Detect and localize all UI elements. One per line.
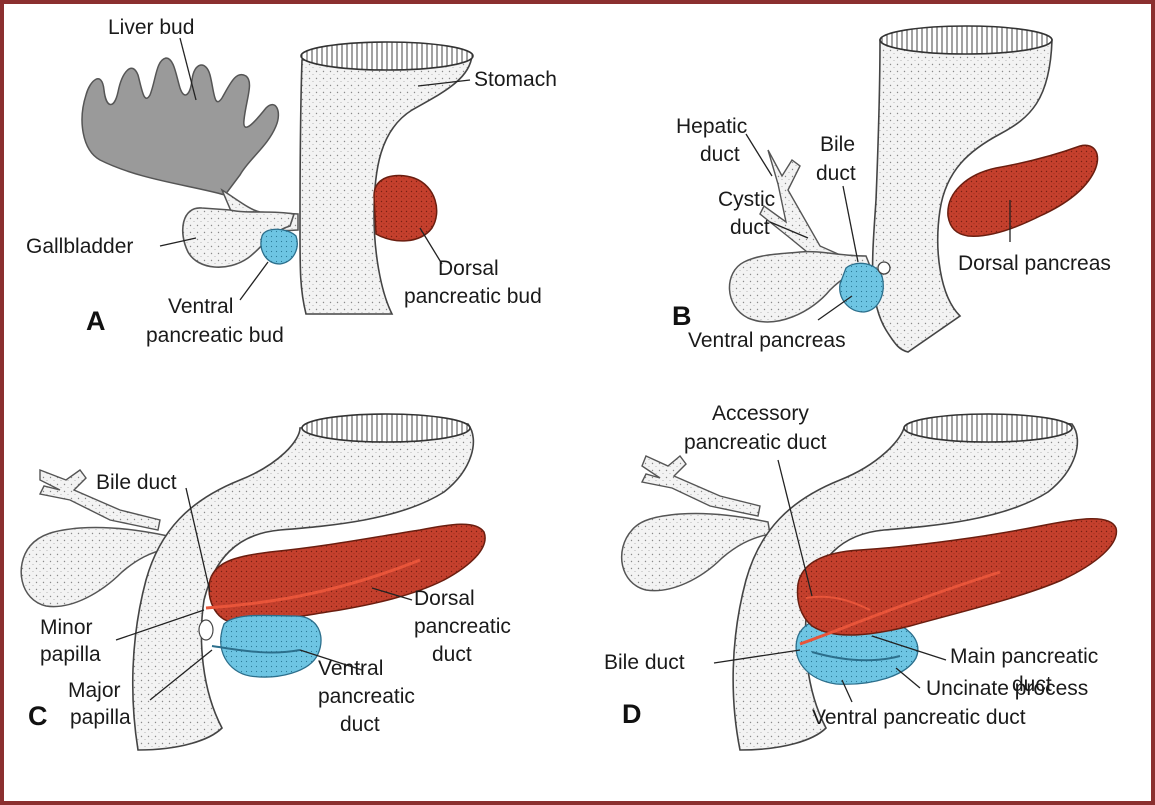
label-bile-line2: duct	[816, 162, 856, 185]
label-minor-line2: papilla	[40, 643, 101, 666]
panel-b: Hepatic duct Bile duct Cystic duct Dorsa…	[672, 26, 1111, 352]
panel-letter-d: D	[622, 699, 642, 729]
panel-d: Accessory pancreatic duct Bile duct Main…	[604, 402, 1116, 750]
ventral-pancreatic-bud-shape	[261, 229, 297, 264]
label-cystic-line1: Cystic	[718, 188, 775, 211]
label-cystic-line2: duct	[730, 216, 770, 239]
minor-papilla-c	[199, 620, 213, 640]
label-dorsal-duct-line1: Dorsal	[414, 587, 475, 610]
label-hepatic-line1: Hepatic	[676, 115, 747, 138]
label-main-duct-line1: Main pancreatic	[950, 645, 1098, 668]
dorsal-pancreatic-bud-shape	[374, 175, 437, 240]
label-ventral-pancreas-b: Ventral pancreas	[688, 329, 846, 352]
panel-letter-c: C	[28, 701, 48, 731]
ventral-pancreas-c-shape	[221, 615, 321, 677]
label-ventral-bud-line2: pancreatic bud	[146, 324, 284, 347]
label-ventral-duct-d: Ventral pancreatic duct	[812, 706, 1026, 729]
label-minor-line1: Minor	[40, 616, 93, 639]
label-bile-line1: Bile	[820, 133, 855, 156]
panel-letter-b: B	[672, 301, 692, 331]
panel-letter-a: A	[86, 306, 106, 336]
label-major-line1: Major	[68, 679, 121, 702]
label-ventral-bud-line1: Ventral	[168, 295, 233, 318]
panel-c: Bile duct Minor papilla Major papilla Do…	[21, 414, 511, 750]
label-gallbladder: Gallbladder	[26, 235, 133, 258]
stomach-opening-a	[301, 42, 473, 70]
stomach-opening-c	[302, 414, 470, 442]
label-ventral-duct-line2: pancreatic	[318, 685, 415, 708]
dorsal-pancreas-b-shape	[948, 145, 1098, 236]
label-bile-duct-d: Bile duct	[604, 651, 685, 674]
label-dorsal-pancreas-b: Dorsal pancreas	[958, 252, 1111, 275]
label-liver-bud: Liver bud	[108, 16, 194, 39]
label-ventral-duct-line3: duct	[340, 713, 380, 736]
label-hepatic-line2: duct	[700, 143, 740, 166]
duct-opening-b	[878, 262, 890, 274]
label-uncinate: Uncinate process	[926, 677, 1088, 700]
label-dorsal-bud-line2: pancreatic bud	[404, 285, 542, 308]
stomach-opening-d	[904, 414, 1072, 442]
label-bile-duct-c: Bile duct	[96, 471, 177, 494]
liver-bud-shape	[82, 58, 278, 195]
label-ventral-duct-line1: Ventral	[318, 657, 383, 680]
bile-duct-d	[642, 456, 760, 516]
label-accessory-line2: pancreatic duct	[684, 431, 827, 454]
label-dorsal-duct-line3: duct	[432, 643, 472, 666]
stomach-opening-b	[880, 26, 1052, 54]
panel-a: Liver bud Stomach Gallbladder Dorsal pan…	[26, 16, 557, 347]
label-stomach: Stomach	[474, 68, 557, 91]
label-dorsal-bud-line1: Dorsal	[438, 257, 499, 280]
label-accessory-line1: Accessory	[712, 402, 809, 425]
ventral-pancreas-b-shape	[840, 263, 883, 312]
label-major-line2: papilla	[70, 706, 131, 729]
label-dorsal-duct-line2: pancreatic	[414, 615, 511, 638]
